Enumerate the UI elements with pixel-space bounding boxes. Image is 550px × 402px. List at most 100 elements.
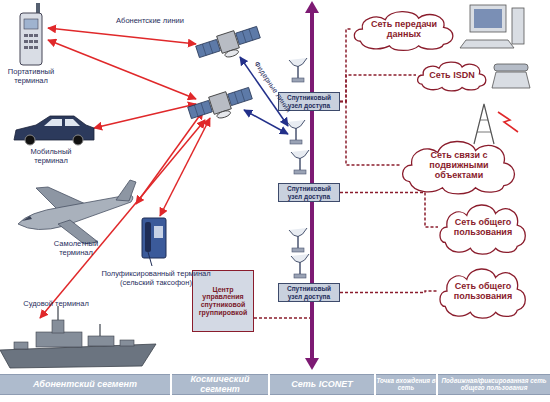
payphone-body [142, 218, 166, 258]
backbone-arrow [305, 358, 319, 370]
phone-key [29, 40, 33, 43]
car-wheel [25, 135, 35, 145]
network-link [340, 193, 438, 228]
control-center-box: Центр управления спутниковой группировко… [192, 270, 254, 332]
segment-label: Точка вхождения в сеть [376, 378, 436, 392]
segment-label: Абонентский сегмент [33, 380, 137, 390]
radio-signal [498, 112, 518, 132]
cloud-label: Сеть общего пользования [446, 282, 520, 302]
cloud-label: Сеть связи с подвижными объектами [408, 151, 510, 181]
segment-band: Космический сегмент [172, 374, 268, 395]
tower-frame [474, 104, 494, 144]
network-link [340, 75, 416, 102]
terminal-caption: Мобильный терминал [22, 148, 80, 165]
cloud-outline [440, 269, 525, 318]
segment-band: Абонентский сегмент [0, 374, 170, 395]
plane-terminal [18, 180, 136, 244]
node-label: Спутниковый узел доступа [279, 185, 339, 199]
feeder-line [244, 110, 288, 134]
satellite [187, 85, 255, 128]
backbone-arrow [305, 1, 319, 13]
network-cloud: Сеть связи с подвижными объектами [400, 134, 518, 196]
network-cloud: Сеть общего пользования [438, 198, 528, 256]
payphone-cord [148, 252, 152, 266]
ship-superstructure [88, 336, 114, 346]
phone-key [24, 46, 28, 49]
cloud-outline [440, 205, 525, 254]
segment-label: Космический сегмент [172, 375, 268, 395]
payphone-handset [145, 222, 151, 252]
control-link [254, 317, 310, 319]
subscriber-line [48, 28, 196, 44]
network-link [340, 291, 438, 293]
terminal-caption: Судовой терминал [6, 300, 106, 309]
terminal-caption: Портативный терминал [2, 68, 60, 85]
ship-turret [120, 340, 134, 346]
node-label: Спутниковый узел доступа [279, 285, 339, 299]
terminal-caption: Самолетный терминал [44, 240, 108, 257]
car-window [44, 119, 62, 126]
phone-key [34, 34, 38, 37]
phone-base [492, 72, 530, 88]
antenna [289, 58, 307, 82]
plane-tail [116, 180, 136, 201]
cloud-label: Сеть ISDN [429, 71, 474, 81]
cloud-label: Сеть передачи данных [360, 20, 448, 40]
segment-label: Подвижная/фиксированная сеть общего поль… [438, 378, 550, 392]
network-link [340, 102, 400, 166]
phone-key [24, 34, 28, 37]
car-wheel [73, 135, 83, 145]
network-link [340, 29, 352, 102]
telephone-icon [492, 64, 530, 88]
segment-band: Сеть ICONET [270, 374, 374, 395]
computer-tower [512, 8, 524, 44]
terminal-caption: Полуфиксированный терминал (сельский так… [100, 270, 212, 287]
car-window [65, 119, 80, 126]
phone-key [29, 34, 33, 37]
ship-turret [14, 342, 28, 349]
ship-terminal [0, 306, 156, 368]
cloud-outline [403, 141, 515, 193]
computer-icon [460, 5, 524, 48]
radio-tower [474, 104, 518, 144]
network-cloud: Сеть общего пользования [438, 262, 528, 320]
payphone-keypad [154, 226, 163, 238]
monitor [470, 5, 506, 32]
portable-terminal [20, 3, 42, 65]
ship-mast [99, 324, 100, 336]
access-node-box: Спутниковый узел доступа [278, 183, 340, 202]
phone-key [34, 40, 38, 43]
network-cloud: Сеть передачи данных [352, 6, 456, 52]
segment-label: Сеть ICONET [291, 380, 352, 390]
phone-key [29, 46, 33, 49]
phone-body [20, 13, 42, 65]
line-label: Абонентские линии [100, 17, 200, 26]
phone-screen [24, 19, 38, 29]
network-cloud: Сеть ISDN [416, 58, 488, 92]
ship-superstructure [36, 332, 82, 347]
car-terminal [14, 116, 94, 145]
ship-mast [57, 306, 58, 320]
phone-key [24, 40, 28, 43]
segment-band: Точка вхождения в сеть [376, 374, 436, 395]
tower-strut [477, 132, 491, 133]
subscriber-line [160, 118, 210, 216]
antenna [291, 150, 309, 174]
node-label: Центр управления спутниковой группировко… [195, 286, 251, 317]
antenna [289, 228, 307, 252]
cloud-outline [418, 62, 486, 91]
access-node-box: Спутниковый узел доступа [278, 283, 340, 302]
tower-strut [480, 120, 488, 121]
subscriber-line [94, 104, 196, 128]
phone-handset [494, 64, 528, 71]
plane-cockpit [22, 216, 32, 221]
phone-key [34, 46, 38, 49]
antenna [291, 254, 309, 278]
cloud-label: Сеть общего пользования [446, 218, 520, 238]
ship-bridge [52, 320, 64, 333]
antenna [287, 120, 305, 144]
monitor-screen [474, 9, 502, 28]
keyboard [460, 40, 514, 48]
